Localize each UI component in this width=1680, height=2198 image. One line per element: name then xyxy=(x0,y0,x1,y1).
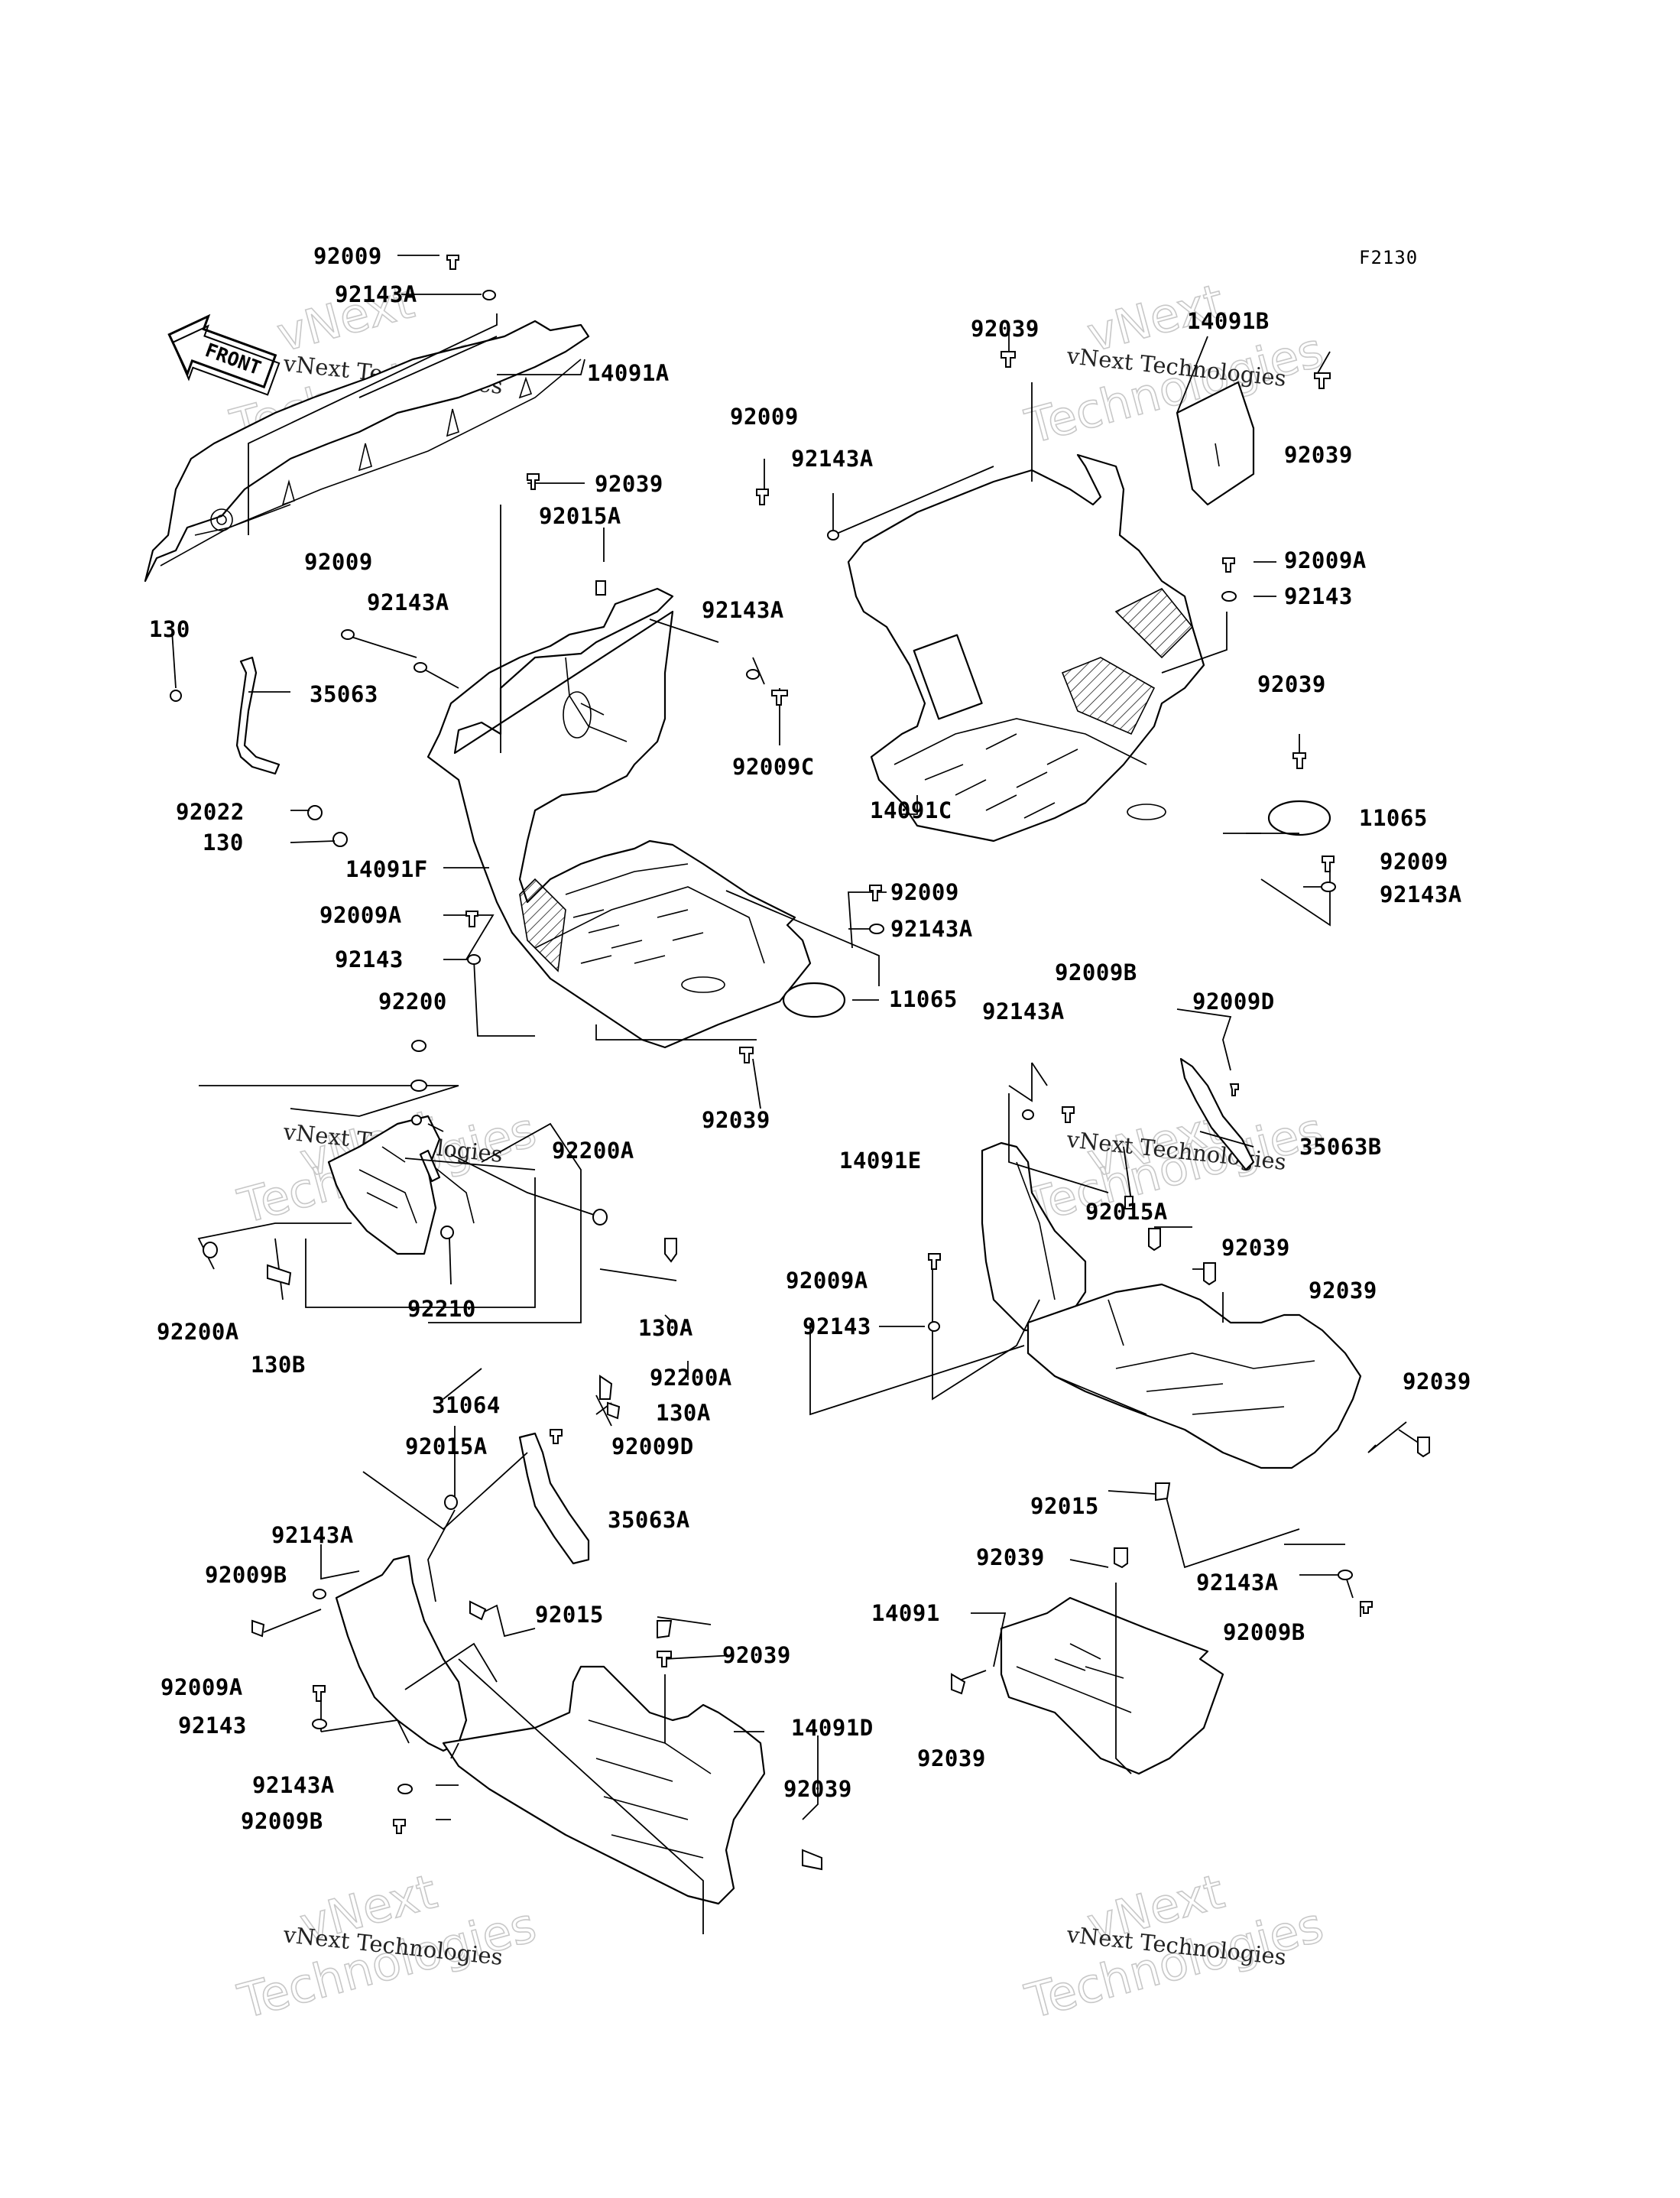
label-14091: 14091 xyxy=(871,1600,940,1626)
label-92015A: 92015A xyxy=(539,503,621,529)
label-92009: 92009 xyxy=(890,879,959,905)
label-92009: 92009 xyxy=(304,549,373,575)
label-92009C: 92009C xyxy=(732,754,815,780)
part-labels: 92009 92143A 14091A 92039 92015A 92009 9… xyxy=(149,243,1471,1834)
part-11065-cap-center xyxy=(782,982,846,1018)
label-92143A: 92143A xyxy=(252,1772,335,1798)
part-14091-footrest-cover xyxy=(1000,1596,1224,1775)
label-92015A: 92015A xyxy=(405,1433,488,1459)
label-14091C: 14091C xyxy=(870,797,952,823)
label-92039: 92039 xyxy=(976,1544,1045,1570)
label-92009B: 92009B xyxy=(205,1562,287,1588)
label-14091B: 14091B xyxy=(1187,308,1270,334)
label-92039: 92039 xyxy=(722,1642,791,1668)
watermark-bottom-left: vNext Technologies vNext Technologies xyxy=(232,1862,542,2030)
label-92210: 92210 xyxy=(407,1296,476,1322)
label-92143A: 92143A xyxy=(1196,1570,1279,1596)
part-14091F-floor-panel xyxy=(426,587,812,1049)
label-92143: 92143 xyxy=(178,1713,247,1739)
label-92143: 92143 xyxy=(803,1313,871,1339)
label-92015A: 92015A xyxy=(1085,1199,1168,1225)
label-11065: 11065 xyxy=(889,986,958,1012)
label-92039: 92039 xyxy=(595,471,663,497)
label-92009D: 92009D xyxy=(1192,989,1275,1015)
label-92143A: 92143A xyxy=(1380,881,1462,907)
label-35063A: 35063A xyxy=(608,1507,690,1533)
label-14091D: 14091D xyxy=(791,1715,874,1741)
label-92039: 92039 xyxy=(1403,1368,1471,1394)
label-35063B: 35063B xyxy=(1299,1134,1382,1160)
label-92015: 92015 xyxy=(535,1602,604,1628)
label-92143A: 92143A xyxy=(335,281,417,307)
watermark-bottom-right: vNext Technologies vNext Technologies xyxy=(1019,1862,1329,2030)
label-92143: 92143 xyxy=(1284,583,1353,609)
fasteners xyxy=(203,255,1430,1871)
label-92009A: 92009A xyxy=(319,902,402,928)
label-92009: 92009 xyxy=(730,404,799,430)
label-14091A: 14091A xyxy=(587,360,670,386)
part-35063A-stay xyxy=(518,1432,590,1565)
part-31064-bracket-assy xyxy=(327,1115,475,1255)
label-92009: 92009 xyxy=(313,243,382,269)
label-130A: 130A xyxy=(656,1400,711,1426)
label-35063: 35063 xyxy=(310,681,378,707)
label-92143A: 92143A xyxy=(702,597,784,623)
label-92039: 92039 xyxy=(1284,442,1353,468)
label-130B: 130B xyxy=(251,1352,306,1378)
label-11065: 11065 xyxy=(1359,805,1428,831)
label-92009D: 92009D xyxy=(611,1433,694,1459)
label-14091E: 14091E xyxy=(839,1148,922,1174)
label-92039: 92039 xyxy=(917,1745,986,1771)
label-92009B: 92009B xyxy=(1223,1619,1305,1645)
label-92143A: 92143A xyxy=(791,446,874,472)
label-92009A: 92009A xyxy=(1284,547,1367,573)
label-92143A: 92143A xyxy=(271,1522,354,1548)
label-92009B: 92009B xyxy=(1055,959,1137,985)
label-92039: 92039 xyxy=(1309,1278,1377,1304)
label-92039: 92039 xyxy=(971,316,1039,342)
part-11065-cap-right xyxy=(1267,800,1331,836)
label-130A: 130A xyxy=(638,1315,693,1341)
label-92039: 92039 xyxy=(1221,1235,1290,1261)
label-130: 130 xyxy=(203,830,244,855)
label-92200A: 92200A xyxy=(157,1319,239,1345)
label-92143A: 92143A xyxy=(982,998,1065,1024)
label-92143A: 92143A xyxy=(367,589,449,615)
watermark-top-right: vNext Technologies vNext Technologies xyxy=(1019,272,1329,455)
label-92039: 92039 xyxy=(702,1107,770,1133)
label-92200A: 92200A xyxy=(552,1138,634,1164)
label-92009B: 92009B xyxy=(241,1808,323,1834)
label-92143: 92143 xyxy=(335,946,404,972)
part-14091C-floor-panel xyxy=(847,453,1205,843)
part-14091B-plate xyxy=(1176,381,1255,506)
label-92200A: 92200A xyxy=(650,1365,732,1391)
label-31064: 31064 xyxy=(432,1392,501,1418)
label-92015: 92015 xyxy=(1030,1493,1099,1519)
label-92009A: 92009A xyxy=(786,1268,868,1294)
label-92009: 92009 xyxy=(1380,849,1448,875)
part-14091E-side-panel xyxy=(981,1141,1362,1469)
label-92039: 92039 xyxy=(1257,671,1326,697)
figure-code: F2130 xyxy=(1359,247,1418,268)
label-14091F: 14091F xyxy=(345,856,428,882)
part-14091A-cover-rail xyxy=(144,320,590,583)
label-92200: 92200 xyxy=(378,989,447,1015)
part-35063-stay xyxy=(170,656,348,847)
label-92143A: 92143A xyxy=(890,916,973,942)
label-92022: 92022 xyxy=(176,799,245,825)
label-130: 130 xyxy=(149,616,190,642)
label-92039: 92039 xyxy=(783,1776,852,1802)
label-92009A: 92009A xyxy=(161,1674,243,1700)
